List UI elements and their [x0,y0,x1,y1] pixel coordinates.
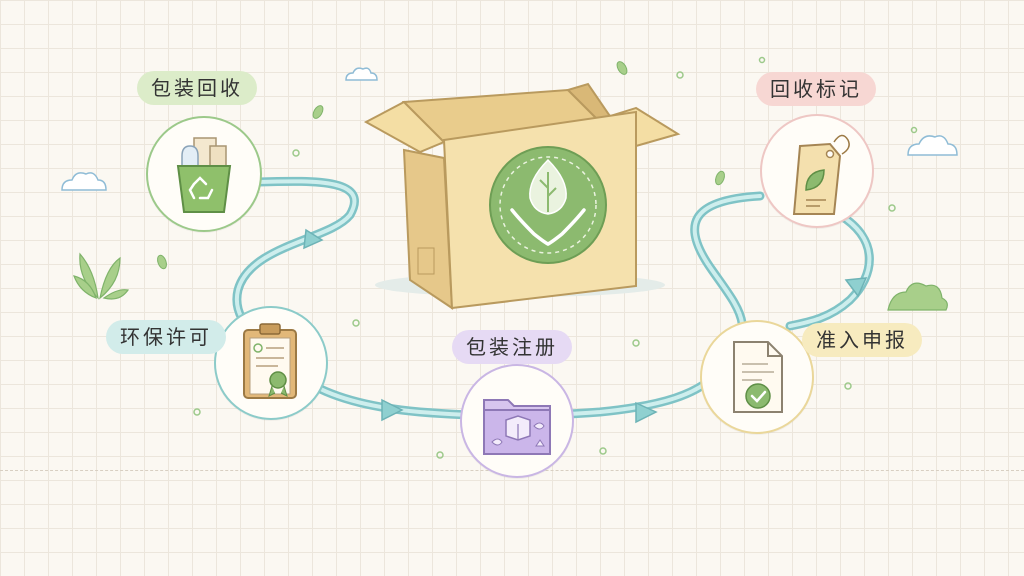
cloud-icon [61,172,107,191]
bush-icon [887,282,948,311]
document-check-icon [733,341,783,413]
eco-box-icon [363,82,681,310]
arrow-head [381,398,404,422]
step-node-permit[interactable] [214,306,328,420]
plant-icon [73,252,129,300]
step-node-registration[interactable] [460,364,574,478]
arrow-head [844,277,868,298]
step-node-marking[interactable] [760,114,874,228]
step-label-registration: 包装注册 [452,330,572,364]
step-label-declaration: 准入申报 [802,323,922,357]
arrow-head [635,401,658,424]
step-label-marking: 回收标记 [756,72,876,106]
recycle-bin-icon [176,137,232,213]
step-node-recycling[interactable] [146,116,262,232]
arrow-head [303,228,324,250]
eco-tag-icon [792,134,850,215]
step-label-recycling: 包装回收 [137,71,257,105]
step-node-declaration[interactable] [700,320,814,434]
step-label-permit: 环保许可 [106,320,226,354]
clipboard-certificate-icon [243,323,297,399]
folder-box-icon [483,399,551,455]
cloud-icon [907,135,958,156]
cloud-icon [345,67,378,81]
